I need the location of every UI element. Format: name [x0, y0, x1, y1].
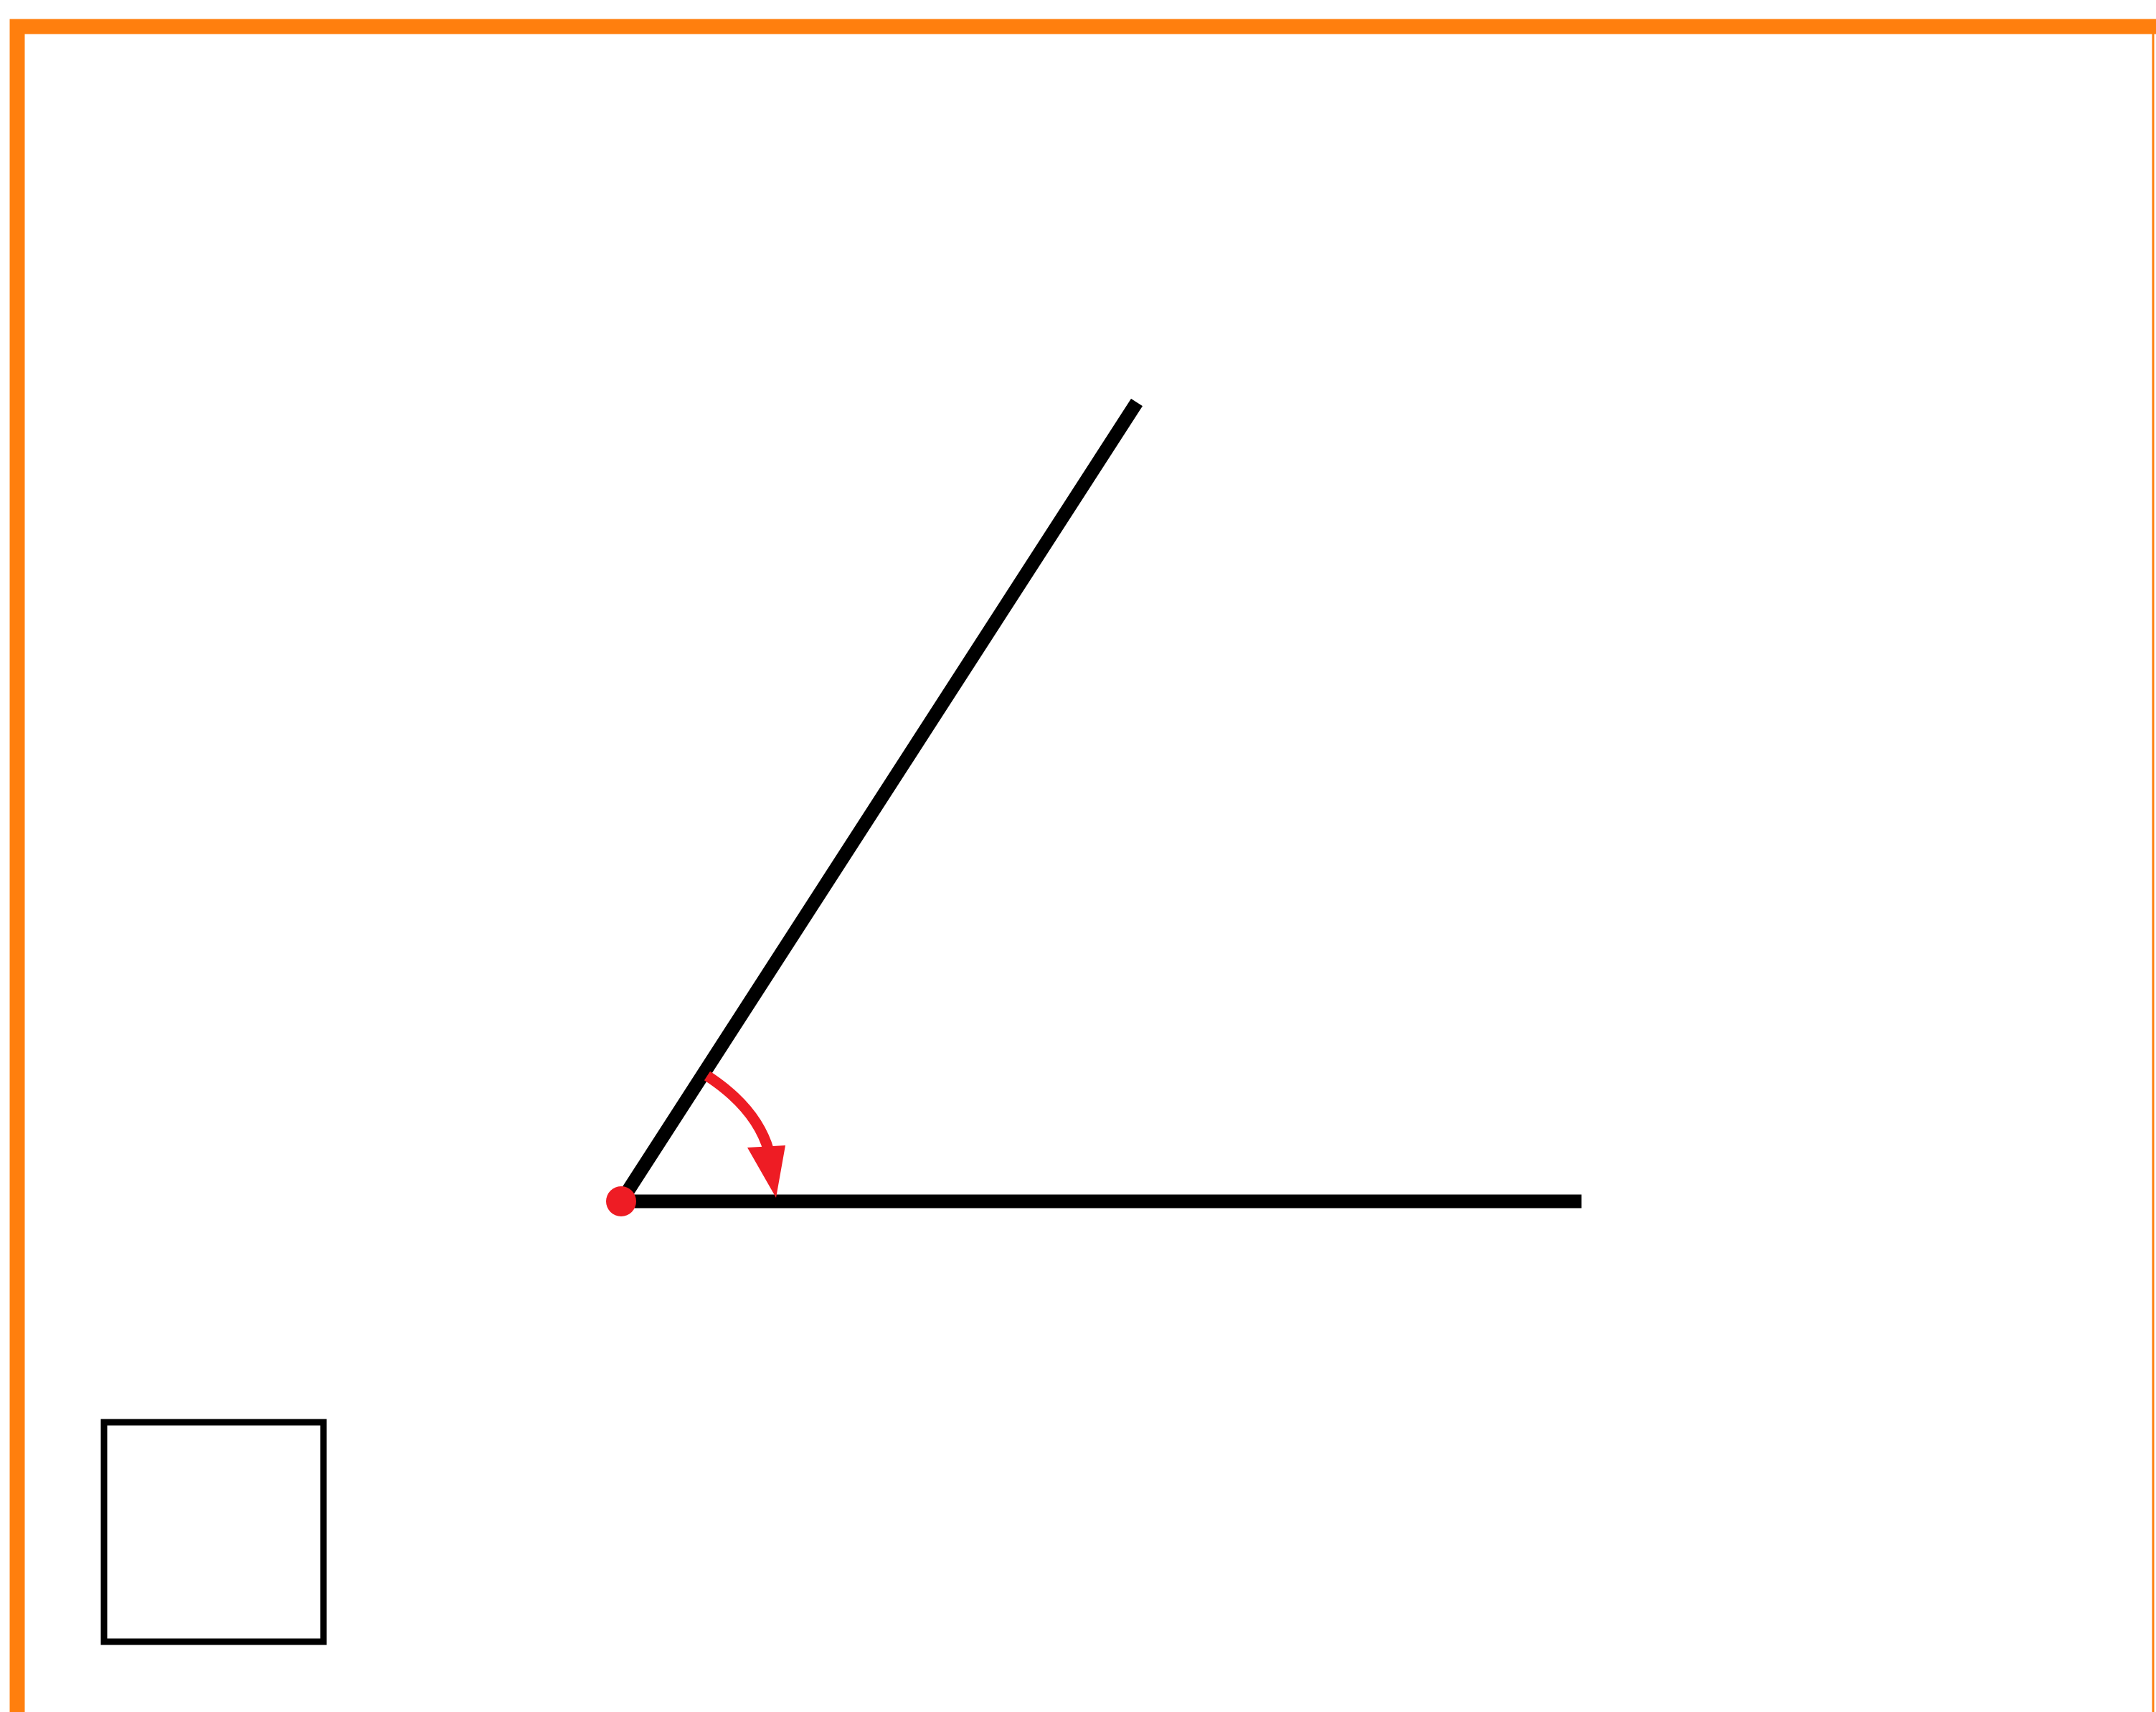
angle-arc-arrowhead: [747, 1145, 785, 1198]
angle-arc: [704, 1071, 775, 1153]
answer-box[interactable]: [100, 1419, 327, 1645]
vertex-point: [606, 1186, 636, 1216]
orange-frame-border: [9, 19, 2156, 1712]
slanted-ray: [615, 398, 1143, 1206]
